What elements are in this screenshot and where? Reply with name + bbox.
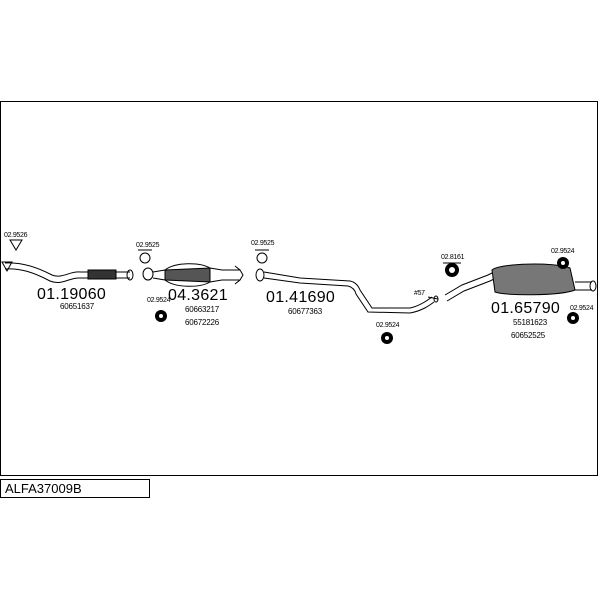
- clamp-f6-icon: [443, 262, 461, 277]
- oem-ref-rear-silencer-1: 55181623: [513, 318, 547, 327]
- fitting-label-f6: 02.8161: [441, 254, 465, 261]
- front-pipe-drawing: [1, 261, 134, 283]
- hanger-f2-icon: [138, 249, 152, 264]
- rubber-mount-f3-icon: [155, 310, 167, 322]
- diagram-frame: [0, 101, 598, 476]
- fitting-label-f4: 02.9525: [251, 240, 275, 247]
- fitting-label-f2: 02.9525: [136, 242, 160, 249]
- fitting-label-f8: 02.9524: [570, 305, 594, 312]
- part-number-front-pipe: 01.19060: [37, 286, 107, 303]
- oem-ref-catalyst-1: 60663217: [185, 305, 219, 314]
- hanger-f4-icon: [255, 249, 269, 264]
- oem-ref-rear-silencer-2: 60652525: [511, 331, 545, 340]
- gasket-f1-icon: [9, 239, 23, 251]
- part-number-middle-pipe: 01.41690: [266, 289, 336, 306]
- oem-ref-catalyst-2: 60672226: [185, 318, 219, 327]
- clamp-label: #57: [414, 290, 425, 297]
- part-number-catalyst: 04.3621: [168, 287, 228, 304]
- fitting-label-f3: 02.9524: [147, 297, 171, 304]
- diagram-code-box: ALFA37009B: [0, 479, 150, 498]
- clamp-leader: [427, 296, 439, 300]
- catalyst-drawing: [142, 263, 244, 287]
- rubber-mount-f7-icon: [557, 257, 569, 269]
- rubber-mount-f8-icon: [567, 312, 579, 324]
- part-number-rear-silencer: 01.65790: [491, 300, 561, 317]
- fitting-label-f1: 02.9526: [4, 232, 28, 239]
- fitting-label-f5: 02.9524: [376, 322, 400, 329]
- rear-silencer-drawing: [444, 263, 597, 302]
- fitting-label-f7: 02.9524: [551, 248, 575, 255]
- rubber-mount-f5-icon: [381, 332, 393, 344]
- mounts: [9, 239, 579, 344]
- oem-ref-middle-pipe: 60677363: [288, 307, 322, 316]
- diagram-code: ALFA37009B: [5, 481, 82, 496]
- oem-ref-front-pipe: 60651637: [60, 302, 94, 311]
